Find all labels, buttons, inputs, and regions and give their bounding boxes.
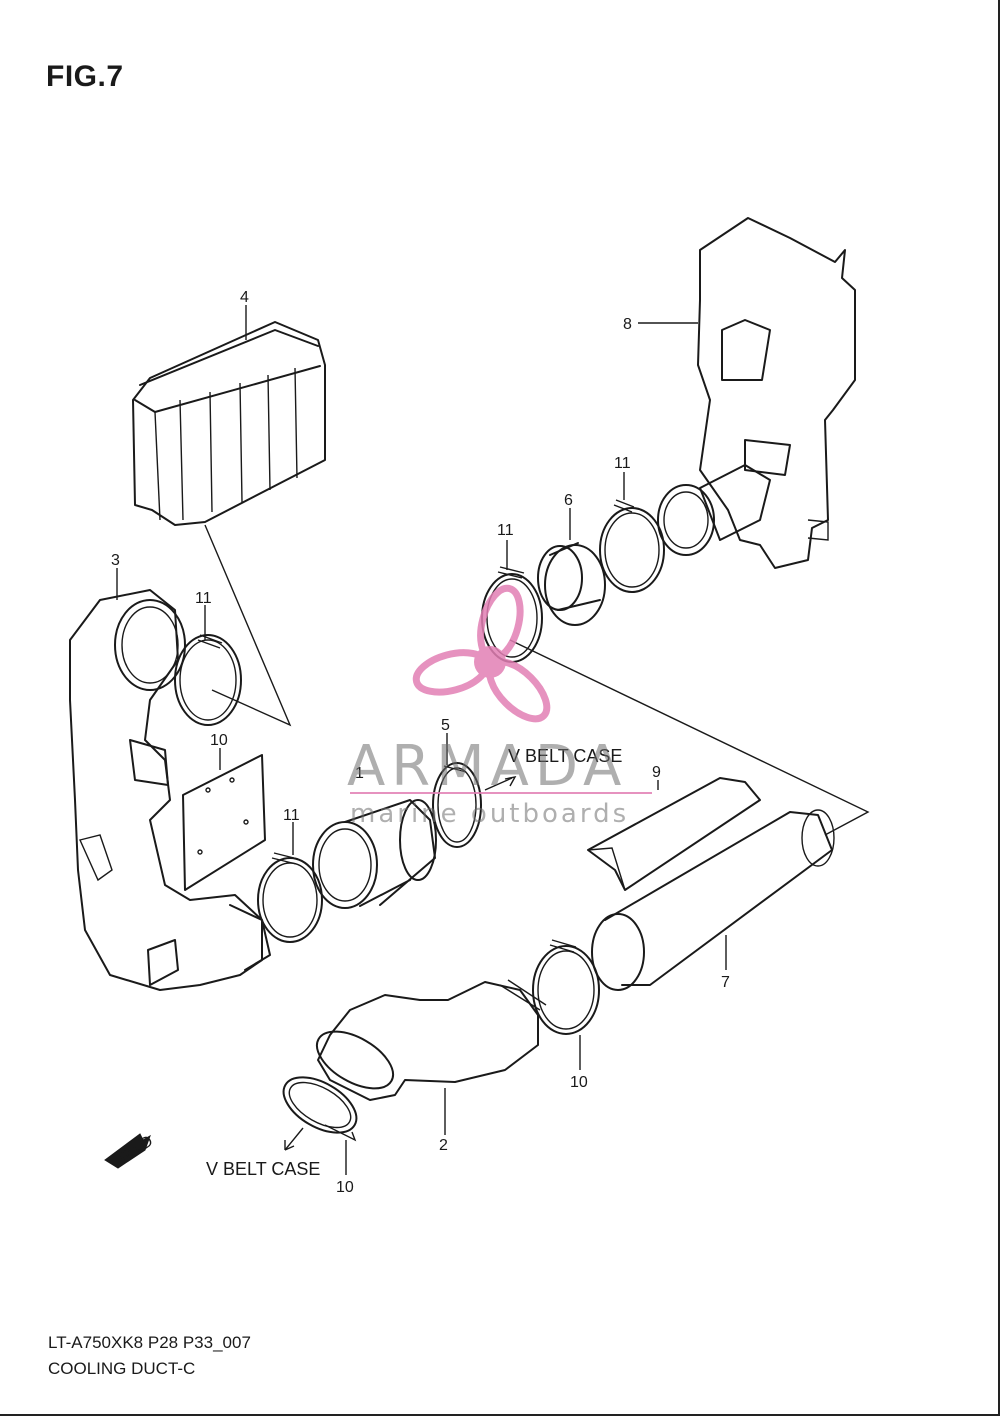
clamp-10-right [532, 939, 600, 1035]
part-3-intake-duct [69, 589, 271, 991]
callout-1: 1 [355, 765, 364, 782]
callout-2: 2 [439, 1137, 448, 1154]
callout-6: 6 [564, 492, 573, 509]
clamp-5 [432, 762, 482, 848]
clamp-11-upper-right [599, 499, 665, 593]
part-2-elbow-hose [315, 979, 547, 1101]
propeller-logo-icon [412, 584, 551, 723]
clamp-11-lower [257, 852, 323, 943]
callout-11: 11 [195, 590, 212, 607]
diagram-footer: LT-A750XK8 P28 P33_007 COOLING DUCT-C [48, 1330, 251, 1382]
callout-11: 11 [497, 522, 514, 539]
callout-4: 4 [240, 289, 249, 306]
callout-11: 11 [614, 455, 631, 472]
callout-11: 11 [283, 807, 300, 824]
part-8-duct-housing [657, 217, 856, 569]
watermark-name: ARMADA [347, 734, 627, 799]
part-6-sleeve [537, 542, 606, 626]
part-1-connector [312, 799, 437, 909]
part-7-tube [591, 809, 835, 991]
callout-10: 10 [210, 732, 228, 749]
part-10-seal-pad [182, 754, 266, 891]
callout-5: 5 [441, 717, 450, 734]
clamp-10-bottom [282, 1076, 358, 1142]
diagram-code: LT-A750XK8 P28 P33_007 [48, 1333, 251, 1352]
part-4-cover [132, 321, 326, 526]
v-belt-case-label-upper: V BELT CASE [508, 746, 622, 766]
callout-10: 10 [336, 1179, 354, 1196]
figure-title: FIG.7 [46, 60, 124, 93]
callout-7: 7 [721, 974, 730, 991]
leader-lines [116, 305, 870, 1175]
callout-3: 3 [111, 552, 120, 569]
fwd-arrow-icon: FWD [104, 1133, 156, 1169]
diagram-caption: COOLING DUCT-C [48, 1359, 196, 1378]
callout-9: 9 [652, 764, 661, 781]
callout-10: 10 [570, 1074, 588, 1091]
v-belt-case-label-lower: V BELT CASE [206, 1159, 320, 1179]
watermark-tagline: marine outboards [350, 799, 629, 829]
armada-watermark: ARMADA marine outboards [347, 584, 652, 829]
callout-8: 8 [623, 316, 632, 333]
clamp-11-left [174, 634, 242, 726]
part-9-half-sleeve [587, 777, 761, 891]
